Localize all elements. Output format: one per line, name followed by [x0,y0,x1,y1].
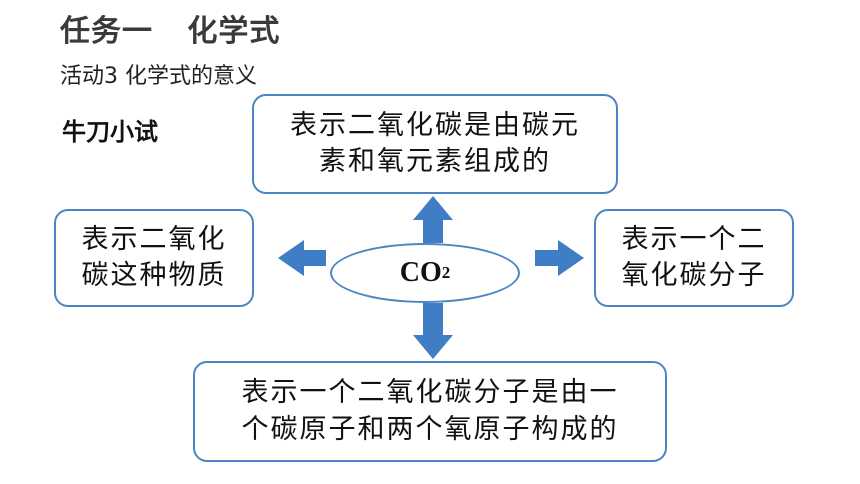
arrow-right [535,240,584,276]
formula-subscript: 2 [441,263,451,282]
practice-label: 牛刀小试 [62,118,158,146]
arrow-down [413,303,453,359]
meaning-box-composition: 表示二氧化碳是由碳元 素和氧元素组成的 [252,94,618,194]
box-line: 表示二氧化 [81,223,227,255]
meaning-box-molecule: 表示一个二 氧化碳分子 [594,209,794,307]
formula-text: CO [399,257,442,288]
page-title: 任务一 化学式 [60,14,281,49]
activity-subtitle: 活动3 化学式的意义 [60,64,257,89]
box-line: 素和氧元素组成的 [319,146,551,177]
box-line: 氧化碳分子 [621,260,767,291]
box-line: 表示一个二氧化碳分子是由一 [241,377,619,409]
arrow-up [413,196,453,243]
meaning-box-substance: 表示二氧化 碳这种物质 [54,209,254,307]
arrow-left [278,240,326,276]
box-line: 表示一个二 [621,223,767,255]
box-line: 碳这种物质 [81,260,227,291]
box-line: 表示二氧化碳是由碳元 [290,109,580,141]
meaning-box-molecular-structure: 表示一个二氧化碳分子是由一 个碳原子和两个氧原子构成的 [193,361,667,462]
box-line: 个碳原子和两个氧原子构成的 [241,413,619,445]
